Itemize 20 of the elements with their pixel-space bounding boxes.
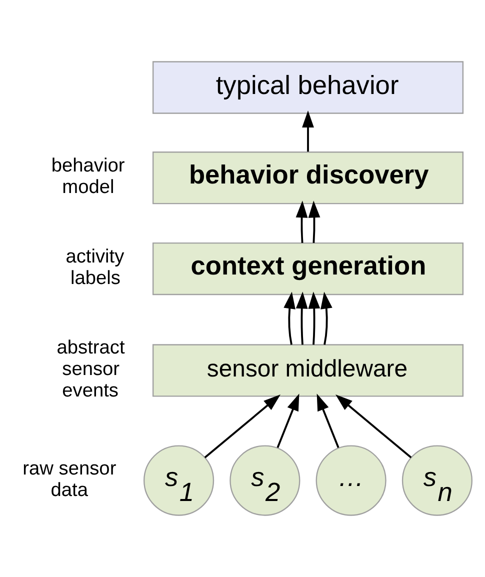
arrow [336, 394, 412, 458]
node-box: behavior discovery [152, 152, 464, 204]
label: raw sensor data [22, 458, 116, 501]
label: behavior model [51, 156, 125, 198]
node-box: sensor middleware [152, 344, 464, 397]
arrow [302, 110, 314, 152]
node-circle: … [316, 445, 386, 516]
arrow [296, 200, 308, 243]
arrow [276, 394, 300, 448]
arrow [316, 394, 340, 448]
node-box: context generation [152, 242, 464, 296]
arrow [308, 200, 320, 243]
node-box: typical behavior [152, 61, 464, 114]
arrow [320, 292, 332, 345]
arrow [296, 292, 308, 345]
label: abstract sensor events [56, 337, 125, 402]
arrow [308, 292, 320, 345]
arrow [204, 394, 280, 458]
arrow [284, 292, 296, 345]
label: activity labels [66, 246, 124, 290]
